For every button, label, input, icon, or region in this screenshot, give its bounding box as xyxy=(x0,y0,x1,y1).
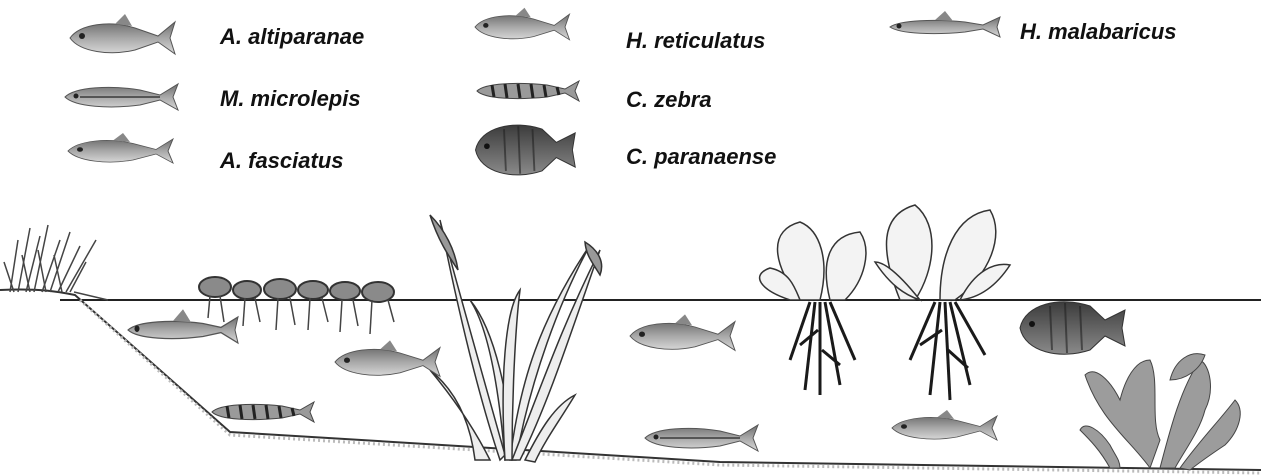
species-label-microlepis: M. microlepis xyxy=(220,88,361,110)
striped-fish-icon xyxy=(212,402,314,422)
tetra-fish-icon xyxy=(70,14,175,54)
emergent-plant-icon xyxy=(430,215,602,462)
tetra-fish-icon xyxy=(68,133,173,163)
cichlid-fish-icon xyxy=(476,125,576,175)
tetra-fish-icon xyxy=(475,8,570,40)
elongate-fish-icon xyxy=(890,11,1000,37)
species-label-zebra: C. zebra xyxy=(626,89,712,111)
species-label-fasciatus: A. fasciatus xyxy=(220,150,344,172)
species-label-paranaense: C. paranaense xyxy=(626,146,776,168)
species-label-malabaricus: H. malabaricus xyxy=(1020,21,1177,43)
tetra-fish-icon xyxy=(892,410,997,440)
species-label-reticulatus: H. reticulatus xyxy=(626,30,765,52)
submerged-plant-icon xyxy=(1080,354,1240,470)
species-label-altiparanae: A. altiparanae xyxy=(220,26,364,48)
elongate-fish-icon xyxy=(128,309,238,343)
slender-fish-icon xyxy=(645,425,758,451)
slender-fish-icon xyxy=(65,84,178,110)
floating-macrophyte-roots xyxy=(790,302,985,400)
tetra-fish-icon xyxy=(630,314,735,350)
striped-fish-icon xyxy=(477,81,579,101)
floating-macrophyte-icon xyxy=(760,205,1010,300)
tetra-fish-icon xyxy=(335,340,440,376)
cichlid-fish-icon xyxy=(1020,302,1125,354)
